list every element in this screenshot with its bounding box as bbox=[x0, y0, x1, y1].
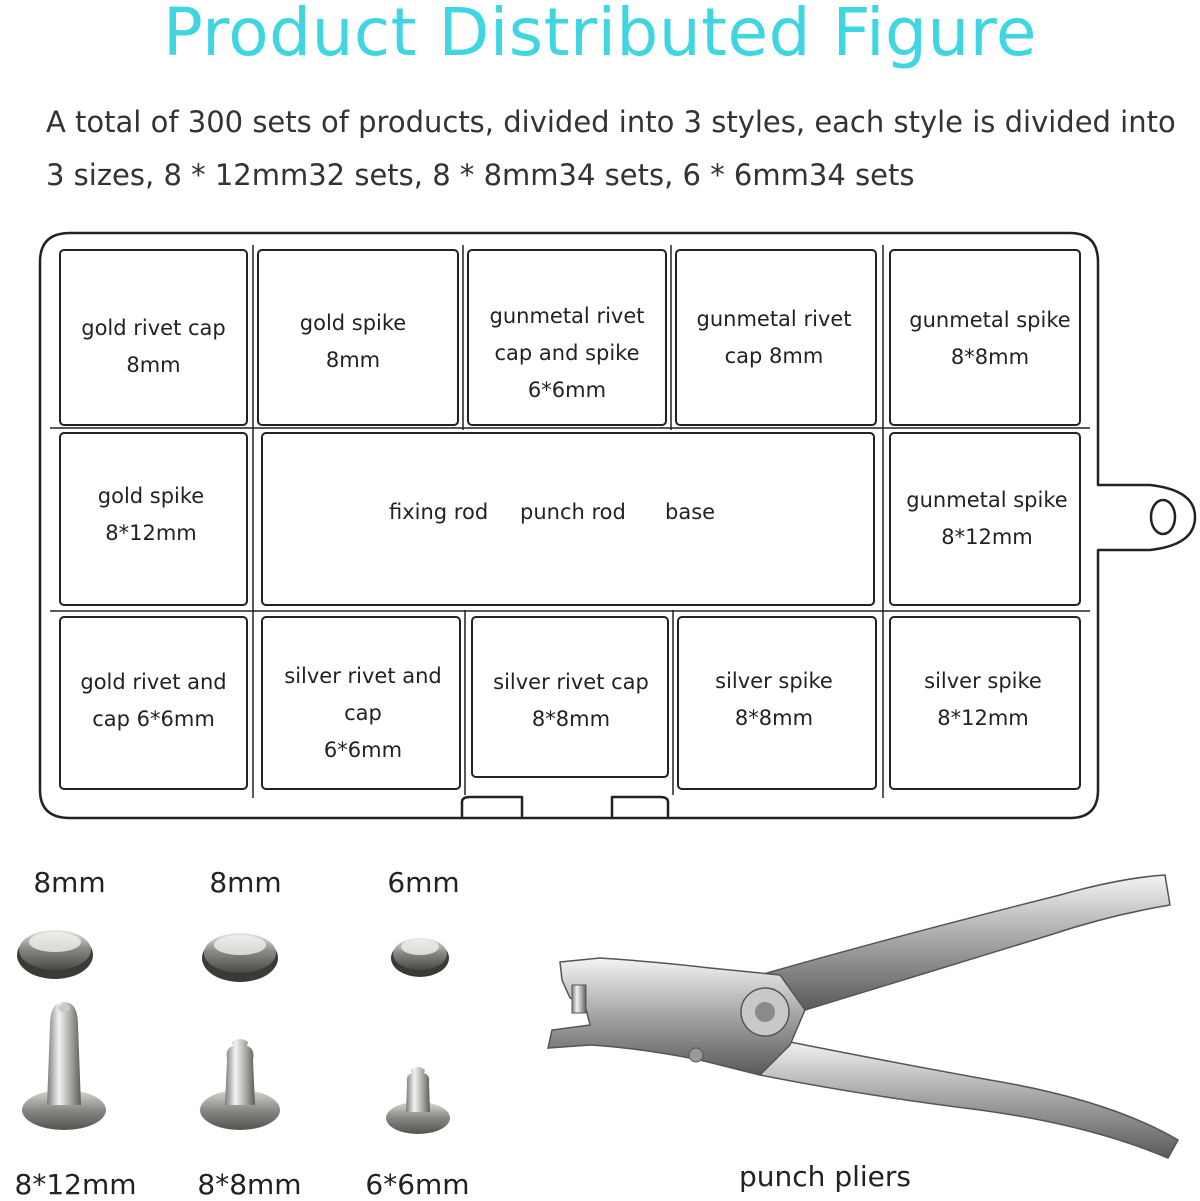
rivet-cap-6mm bbox=[391, 938, 449, 977]
compartment bbox=[467, 249, 667, 426]
compartment bbox=[677, 616, 877, 790]
hang-hole bbox=[1149, 498, 1177, 536]
product-description: A total of 300 sets of products, divided… bbox=[46, 105, 1176, 192]
pliers-label: punch pliers bbox=[739, 1160, 911, 1193]
tool-label-base: base bbox=[665, 500, 716, 524]
compartment bbox=[257, 249, 459, 426]
cap-size-label: 6mm bbox=[387, 866, 460, 899]
spike-size-label: 8*8mm bbox=[197, 1168, 302, 1201]
compartment bbox=[59, 249, 248, 426]
tool-label-punch-rod: punch rod bbox=[520, 500, 626, 524]
rivet-spike-8x8 bbox=[200, 1039, 280, 1130]
cap-size-label: 8mm bbox=[209, 866, 282, 899]
latch-notch bbox=[460, 795, 524, 818]
spike-size-label: 8*12mm bbox=[14, 1168, 137, 1201]
rivet-cap-8mm-b bbox=[202, 933, 278, 982]
compartment bbox=[59, 616, 248, 790]
compartment bbox=[471, 616, 669, 778]
rivet-spike-6x6 bbox=[386, 1067, 450, 1134]
compartment bbox=[889, 432, 1081, 606]
compartment bbox=[889, 616, 1081, 790]
compartment bbox=[261, 616, 461, 790]
rivet-spike-8x12 bbox=[22, 1002, 106, 1130]
box-outline bbox=[38, 231, 1197, 820]
page-title: Product Distributed Figure bbox=[162, 0, 1038, 71]
latch-notch bbox=[610, 795, 670, 818]
punch-pliers bbox=[547, 874, 1180, 1159]
compartment bbox=[261, 432, 875, 606]
spike-size-label: 6*6mm bbox=[365, 1168, 470, 1201]
cap-size-label: 8mm bbox=[33, 866, 106, 899]
compartment bbox=[889, 249, 1081, 426]
compartment bbox=[59, 432, 248, 606]
tool-label-fixing-rod: fixing rod bbox=[389, 500, 489, 524]
compartment bbox=[675, 249, 877, 426]
rivet-cap-8mm-a bbox=[17, 930, 93, 979]
